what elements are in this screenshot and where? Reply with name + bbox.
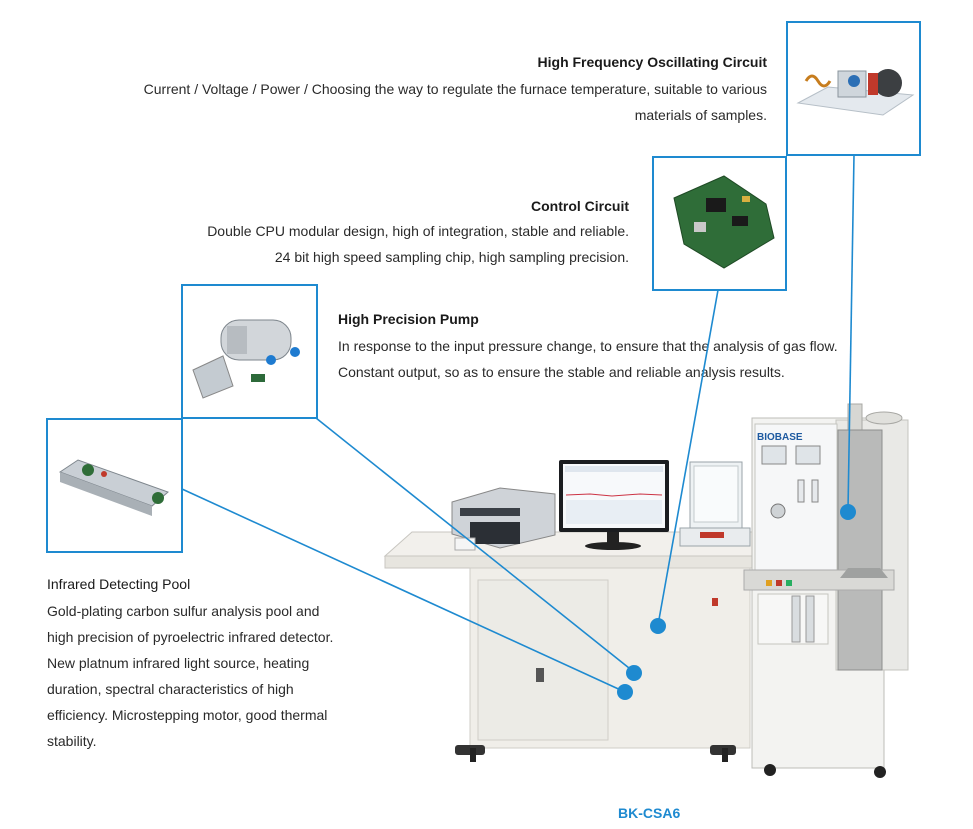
pump-image [181, 284, 318, 419]
power-switch-icon [712, 598, 718, 606]
oscillating-circuit-image [786, 21, 921, 156]
connector-dots [617, 504, 856, 700]
infrared-pool-image [46, 418, 183, 553]
infrared-line-4: duration, spectral characteristics of hi… [47, 681, 294, 697]
monitor-icon [559, 460, 669, 550]
pump-desc: In response to the input pressure change… [338, 333, 948, 385]
control-line-1: Double CPU modular design, high of integ… [207, 223, 629, 239]
analyzer-unit [743, 403, 909, 778]
infrared-line-2: high precision of pyroelectric infrared … [47, 629, 334, 645]
oscillating-line-1: Current / Voltage / Power / Choosing the… [143, 81, 767, 97]
control-circuit-image [652, 156, 787, 291]
pump-title: High Precision Pump [338, 311, 479, 327]
control-title: Control Circuit [531, 198, 629, 214]
infrared-pool-icon [58, 459, 169, 516]
oscillating-line-2: materials of samples. [634, 107, 767, 123]
infrared-desc: Gold-plating carbon sulfur analysis pool… [47, 598, 407, 754]
oscillating-title: High Frequency Oscillating Circuit [537, 54, 767, 70]
control-board-icon [673, 175, 775, 269]
pump-line-2: Constant output, so as to ensure the sta… [338, 364, 785, 380]
balance-icon [679, 461, 751, 547]
connector-lines [181, 154, 855, 693]
infrared-line-5: efficiency. Microstepping motor, good th… [47, 707, 328, 723]
pump-line-1: In response to the input pressure change… [338, 338, 838, 354]
desk-door [477, 579, 609, 741]
pump-icon [192, 319, 300, 399]
printer-icon [451, 487, 556, 551]
control-line-2: 24 bit high speed sampling chip, high sa… [274, 249, 629, 265]
control-desc: Double CPU modular design, high of integ… [100, 218, 629, 270]
infrared-line-1: Gold-plating carbon sulfur analysis pool… [47, 603, 320, 619]
model-label: BK-CSA6 [618, 805, 681, 821]
oscillating-desc: Current / Voltage / Power / Choosing the… [20, 76, 767, 128]
oscillating-circuit-icon [796, 69, 915, 116]
brand-label: BIOBASE [757, 432, 803, 443]
infrared-line-6: stability. [47, 733, 97, 749]
key-lock-icon [536, 668, 544, 682]
infrared-title: Infrared Detecting Pool [47, 576, 191, 592]
infrared-line-3: New platnum infrared light source, heati… [47, 655, 310, 671]
